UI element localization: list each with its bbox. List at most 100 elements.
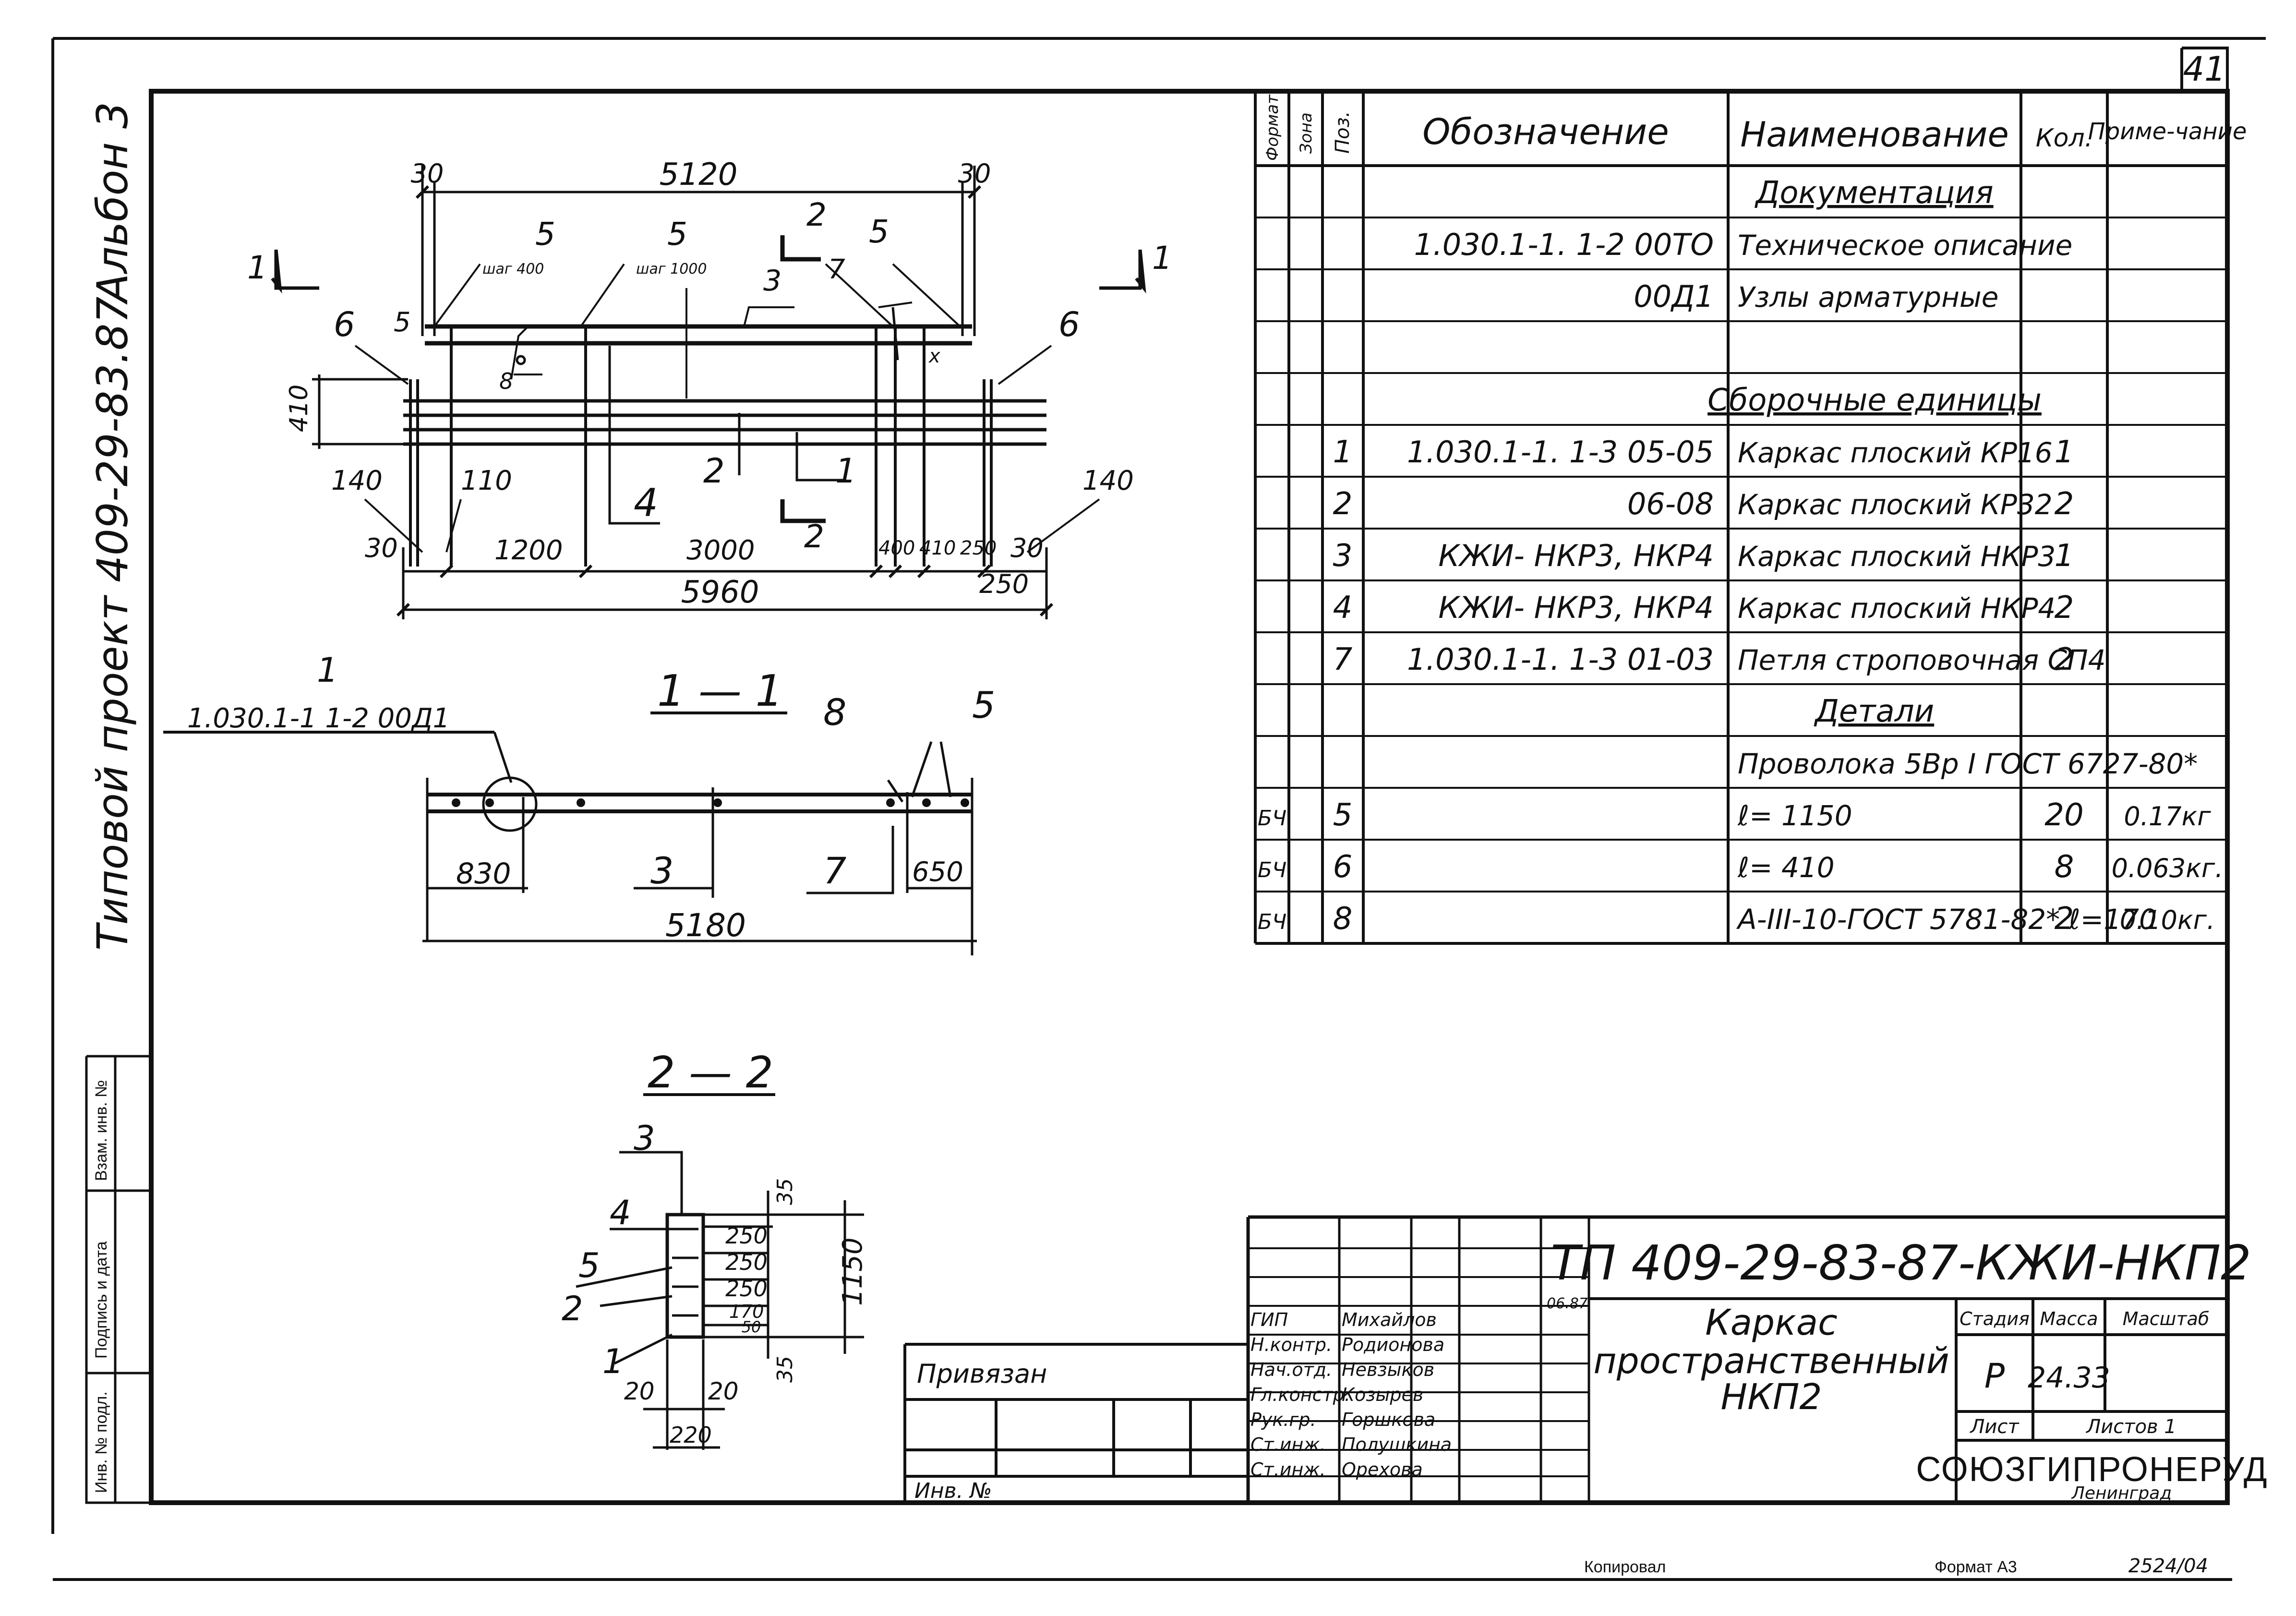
plan-dim-140-r: 140 [1082, 465, 1134, 496]
title-person-name: Козырев [1342, 1384, 1423, 1405]
plan-labels: 5 5 5 2 2 3 7 6 6 5 8 4 2 1 1 1 x [247, 196, 1172, 555]
spec-cell-qty: 2 [2055, 590, 2074, 626]
sec11-label-7: 7 [823, 849, 846, 892]
title-person-name: Родионова [1342, 1334, 1444, 1355]
plan-label-7: 7 [828, 254, 845, 285]
plan-label-2b: 2 [804, 518, 824, 555]
spec-cell-pos: 7 [1333, 642, 1353, 677]
plan-label-2c: 2 [703, 451, 725, 491]
title-line3: НКП2 [1721, 1376, 1822, 1418]
plan-dim-3000: 3000 [686, 535, 755, 566]
plan-label-5c: 5 [869, 213, 889, 250]
title-mass-h: Масса [2040, 1308, 2098, 1329]
sec22-dim-1150: 1150 [837, 1237, 868, 1306]
plan-dim-5960: 5960 [681, 575, 759, 610]
spec-h-qty: Кол. [2036, 124, 2093, 153]
plan-label-2a: 2 [806, 196, 827, 233]
sec22-dim-35a: 35 [773, 1178, 797, 1205]
sec22-dim-50: 50 [742, 1318, 761, 1336]
project-label: Типовой проект 409-29-83.87 [88, 297, 137, 951]
album-label: Альбон 3 [88, 102, 137, 305]
plan-dim-140-l: 140 [331, 465, 383, 496]
spec-cell-name: Каркас плоский КР16 [1738, 436, 2053, 469]
spec-cell-name: Петля строповочная СП4 [1738, 644, 2106, 676]
sec22-label-1: 1 [602, 1342, 624, 1381]
spec-cell-qty: 20 [2044, 797, 2083, 833]
title-person-role: ГИП [1250, 1309, 1288, 1330]
spec-cell-name: Каркас плоский НКР4 [1738, 592, 2056, 625]
plan-label-6b: 6 [1058, 305, 1080, 344]
footer-copied: Копировал [1584, 1558, 1666, 1576]
sec22-dim-20a: 20 [624, 1377, 655, 1405]
title-block [903, 1215, 2227, 1503]
title-person-role: Ст.инж. [1250, 1434, 1326, 1455]
title-code: ТП 409-29-83-87-КЖИ-НКП2 [1551, 1235, 2251, 1291]
plan-dim-30-br: 30 [1010, 533, 1044, 563]
spec-h-note-text: Приме-чание [2088, 118, 2247, 145]
spec-cell-qty: 1 [2055, 434, 2074, 470]
spec-cell-designation: 1.030.1-1. 1-3 05-05 [1407, 434, 1714, 470]
spec-cell-name: Узлы арматурные [1738, 281, 1998, 314]
spec-cell-note: 0.10кг. [2120, 905, 2215, 935]
spec-cell-name: Каркас плоский НКР3 [1738, 540, 2056, 573]
spec-cell-name: ℓ= 1150 [1737, 799, 1852, 832]
title-privyazan: Привязан [917, 1359, 1047, 1389]
plan-label-3: 3 [763, 264, 781, 298]
spec-cell-qty: 2 [2055, 486, 2074, 522]
plan-dim-5120: 5120 [660, 157, 738, 193]
sec22-dim-250b: 250 [725, 1249, 768, 1275]
plan-dim-30-l: 30 [411, 158, 444, 189]
sec11-label-5: 5 [972, 684, 995, 726]
sec11-ref: 1.030.1-1 1-2 00Д1 [187, 703, 450, 734]
plan-label-1b: 1 [247, 249, 267, 286]
title-stage: Р [1984, 1356, 2005, 1396]
spec-h-format: Формат [1263, 94, 1282, 161]
plan-label-5d: 5 [394, 307, 411, 338]
spec-h-designation: Обозначение [1422, 111, 1669, 153]
side-vzam-inv: Взам. инв. № [92, 1080, 110, 1181]
spec-cell-format: БЧ [1258, 858, 1286, 882]
plan-label-5b: 5 [667, 216, 687, 253]
sec11-dim-5180: 5180 [665, 907, 746, 944]
side-podpis-data: Подпись и дата [92, 1241, 110, 1359]
spec-cell-qty: 2 [2055, 901, 2074, 937]
spec-cell-name: Детали [1814, 694, 1934, 729]
spec-cell-name: ℓ= 410 [1737, 851, 1835, 884]
plan-step-1000: шаг 1000 [636, 261, 707, 277]
plan-dim-250: 250 [960, 537, 997, 559]
plan-label-6a: 6 [334, 305, 355, 344]
spec-cell-pos: 3 [1333, 538, 1353, 574]
title-line2: пространственный [1593, 1340, 1949, 1382]
sec22-label-3: 3 [634, 1119, 655, 1158]
section-2-2 [576, 1093, 864, 1450]
sec11-dim-830: 830 [456, 857, 511, 891]
spec-cell-note: 0.063кг. [2112, 853, 2224, 883]
spec-cell-pos: 1 [1333, 434, 1353, 470]
spec-cell-designation: 1.030.1-1. 1-2 00ТО [1414, 227, 1714, 262]
plan-label-1a: 1 [835, 451, 857, 491]
spec-cell-name: Сборочные единицы [1707, 383, 2042, 418]
spec-cell-name: А-III-10-ГОСТ 5781-82* ℓ=170 [1736, 903, 2157, 936]
plan-dim-250b: 250 [979, 569, 1029, 599]
spec-h-pos: Поз. [1332, 111, 1354, 154]
title-sheets-h: Листов 1 [2085, 1416, 2176, 1438]
title-mass: 24.33 [2028, 1361, 2110, 1395]
spec-cell-format: БЧ [1258, 910, 1286, 934]
plan-dim-410b: 410 [919, 537, 956, 559]
sec11-label-8: 8 [823, 691, 846, 734]
plan-dim-30-bl: 30 [365, 533, 398, 563]
title-person-name: Невзыков [1342, 1359, 1434, 1380]
spec-cell-qty: 2 [2055, 642, 2074, 677]
spec-h-note: Приме-чание [2088, 118, 2247, 145]
spec-cell-name: Техническое описание [1738, 229, 2072, 262]
spec-cell-pos: 2 [1333, 486, 1353, 522]
sec11-dim-650: 650 [912, 856, 963, 888]
spec-h-name: Наименование [1740, 114, 2009, 155]
footer-code: 2524/04 [2128, 1555, 2208, 1577]
sec11-title: 1 — 1 [657, 666, 783, 716]
title-scale-h: Масштаб [2123, 1308, 2210, 1329]
title-date-mark: 06.87 [1547, 1295, 1588, 1312]
side-inv-podl: Инв. № подл. [92, 1391, 110, 1493]
